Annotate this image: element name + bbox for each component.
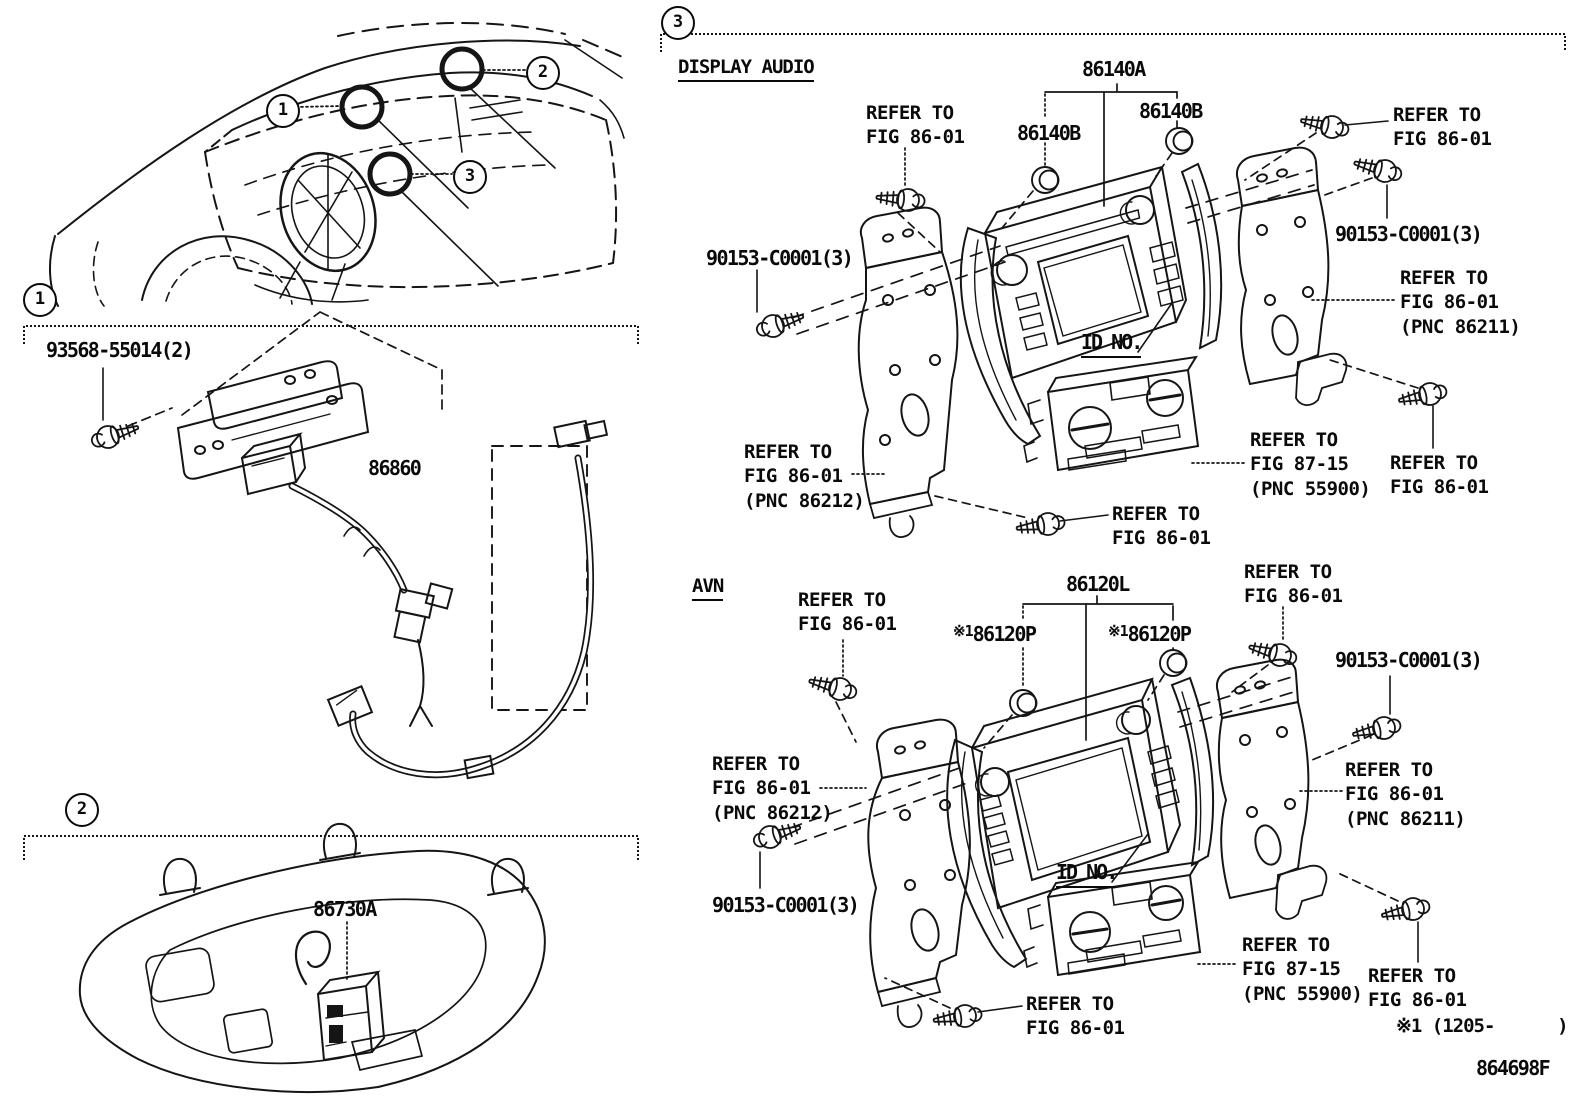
car-dashboard-illustration (48, 22, 626, 307)
part-number-90153-da-left: 90153-C0001(3) (706, 246, 854, 270)
dash-callout-2: 2 (526, 56, 560, 90)
part-number-90153-da-right: 90153-C0001(3) (1335, 222, 1483, 246)
part-number-86120P-left: ※1 86120P (953, 622, 1037, 648)
section3-marker: 3 (661, 6, 695, 40)
part-number-86140B-right: 86140B (1139, 99, 1203, 123)
part-number-86860: 86860 (368, 456, 422, 480)
ref-fig8715-pnc55900-avn: REFER TO FIG 87-15 (PNC 55900) (1242, 934, 1363, 1005)
part-number-86120P-right-value: 86120P (1127, 622, 1192, 646)
variant-mark-right: ※1 (1108, 622, 1129, 640)
location-ring-1 (339, 84, 385, 130)
section1-marker: 1 (23, 283, 57, 317)
location-ring-3 (367, 151, 413, 197)
ref-fig8601-pnc86212-avn: REFER TO FIG 86-01 (PNC 86212) (712, 753, 833, 824)
ref-fig8601-avn-topleft: REFER TO FIG 86-01 (798, 589, 897, 636)
ref-fig8601-da-bottomcenter: REFER TO FIG 86-01 (1112, 503, 1211, 550)
part-number-86140A: 86140A (1082, 57, 1146, 81)
part-number-86730A: 86730A (313, 897, 377, 921)
ref-fig8601-da-topright: REFER TO FIG 86-01 (1393, 104, 1492, 151)
part-number-93568-55014: 93568-55014(2) (46, 338, 194, 362)
display-audio-drawing (752, 83, 1450, 541)
location-ring-2 (439, 46, 485, 92)
variant-mark-left: ※1 (953, 622, 974, 640)
ref-fig8601-da-topleft: REFER TO FIG 86-01 (866, 102, 965, 149)
id-no-label-da: ID NO. (1081, 330, 1143, 358)
section2-roof-console-drawing (78, 822, 546, 1093)
ref-fig8715-pnc55900-da: REFER TO FIG 87-15 (PNC 55900) (1250, 429, 1371, 500)
avn-drawing (749, 595, 1433, 1033)
ref-fig8601-pnc86212-da: REFER TO FIG 86-01 (PNC 86212) (744, 441, 865, 512)
id-no-label-avn: ID NO. (1056, 860, 1118, 888)
figure-code: 864698F (1476, 1056, 1551, 1080)
display-audio-heading: DISPLAY AUDIO (678, 55, 815, 83)
part-number-86140B-left: 86140B (1017, 121, 1081, 145)
part-number-86120L: 86120L (1066, 572, 1130, 596)
variant-footnote: ※1 (1205- ) (1396, 1015, 1569, 1037)
part-number-86120P-left-value: 86120P (972, 622, 1037, 646)
ref-fig8601-avn-bottomcenter: REFER TO FIG 86-01 (1026, 993, 1125, 1040)
ref-fig8601-da-bottomright: REFER TO FIG 86-01 (1390, 452, 1489, 499)
ref-fig8601-avn-topright: REFER TO FIG 86-01 (1244, 561, 1343, 608)
part-number-86120P-right: ※1 86120P (1108, 622, 1192, 648)
section1-antenna-drawing (87, 311, 609, 780)
ref-fig8601-avn-bottomright: REFER TO FIG 86-01 (1368, 965, 1467, 1012)
dash-callout-1: 1 (266, 94, 300, 128)
ref-fig8601-pnc86211-avn: REFER TO FIG 86-01 (PNC 86211) (1345, 759, 1466, 830)
avn-heading: AVN (692, 574, 724, 602)
ref-fig8601-pnc86211-da: REFER TO FIG 86-01 (PNC 86211) (1400, 267, 1521, 338)
part-number-90153-avn-left: 90153-C0001(3) (712, 893, 860, 917)
section2-marker: 2 (65, 793, 99, 827)
dash-callout-3: 3 (453, 160, 487, 194)
section-bracket-lines (23, 33, 1566, 860)
part-number-90153-avn-right: 90153-C0001(3) (1335, 648, 1483, 672)
